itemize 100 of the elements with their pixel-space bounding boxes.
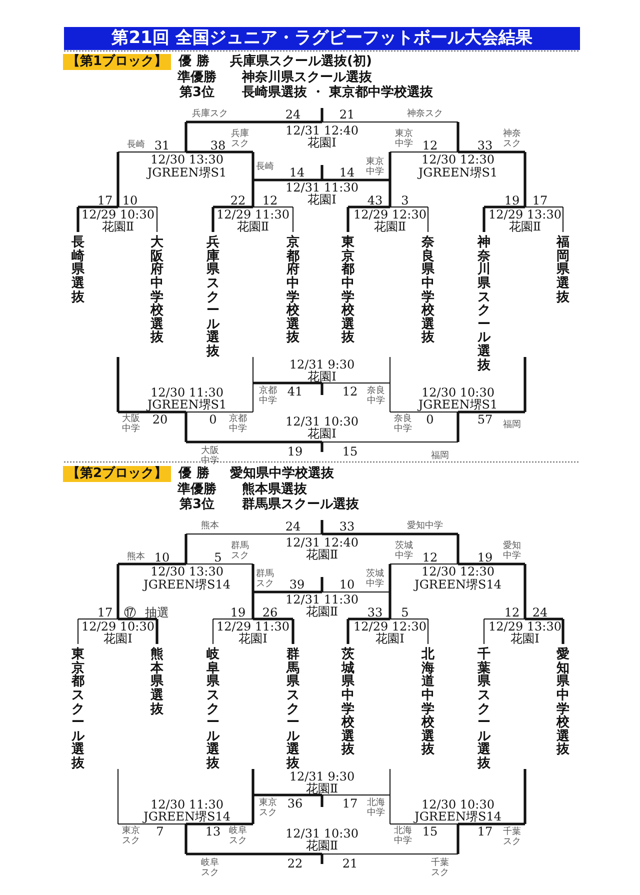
score-number: 10 <box>122 194 138 208</box>
team-abbreviation: 千葉スク <box>502 828 522 848</box>
result-heading: 優 勝 <box>178 54 210 70</box>
match-date-time: 12/29 11:30 <box>216 620 290 634</box>
score-number: 12 <box>422 551 438 565</box>
lottery-note: 抽選 <box>145 606 169 620</box>
venue-label: 花園Ⅰ <box>376 632 404 646</box>
venue-label: JGREEN堺S14 <box>414 810 502 824</box>
team-abbreviation: 茨城中学 <box>365 570 385 590</box>
score-number: 10 <box>154 551 170 565</box>
score-number: 38 <box>210 139 226 153</box>
venue-label: JGREEN堺S1 <box>418 166 498 180</box>
block-heading: 【第2ブロック】 <box>63 466 172 482</box>
venue-label: JGREEN堺S1 <box>418 398 498 412</box>
team-name: 愛知県中学校選抜 <box>556 648 570 758</box>
team-abbreviation: 福岡 <box>502 421 522 431</box>
team-abbreviation: 京都中学 <box>228 415 248 435</box>
match-date-time: 12/31 12:40 <box>286 536 358 550</box>
venue-label: 花園Ⅱ <box>374 220 406 234</box>
match-date-time: 12/31 9:30 <box>289 770 355 784</box>
match-date-time: 12/30 13:30 <box>150 153 224 166</box>
score-number: 17 <box>97 194 113 208</box>
score-number: 15 <box>342 445 358 459</box>
score-number: 43 <box>367 194 383 208</box>
team-abbreviation: 熊本 <box>127 553 145 563</box>
result-team: 神奈川県スクール選抜 <box>242 70 372 85</box>
result-team: 熊本県選抜 <box>242 482 307 497</box>
team-abbreviation: 大阪中学 <box>121 415 141 435</box>
score-number: 20 <box>152 413 168 427</box>
team-abbreviation: 神奈スク <box>502 130 522 150</box>
result-heading: 第3位 <box>179 86 215 100</box>
score-number: 10 <box>339 578 355 592</box>
score-number: 5 <box>214 551 222 565</box>
team-abbreviation: 福岡 <box>430 452 450 462</box>
page-title: 第21回 全国ジュニア・ラグビーフットボール大会結果 <box>64 27 580 50</box>
team-abbreviation: 長崎 <box>255 163 275 173</box>
score-number: 22 <box>287 857 303 871</box>
score-number: 26 <box>262 606 278 620</box>
match-date-time: 12/29 13:30 <box>488 208 562 222</box>
match-date-time: 12/29 10:30 <box>82 208 154 222</box>
team-name: 岐阜県スクール選抜 <box>206 648 220 771</box>
match-date-time: 12/31 9:30 <box>289 358 355 372</box>
venue-label: 花園Ⅱ <box>306 839 338 853</box>
result-heading: 準優勝 <box>178 482 216 497</box>
team-abbreviation: 兵庫スク <box>230 130 250 150</box>
venue-label: 花園Ⅱ <box>508 220 542 234</box>
venue-label: 花園Ⅱ <box>236 220 270 234</box>
team-abbreviation: 東京スク <box>258 799 278 819</box>
team-name: 東京都スクール選抜 <box>71 648 85 771</box>
match-date-time: 12/31 12:40 <box>286 124 358 138</box>
score-number: 0 <box>426 413 434 427</box>
team-name: 長崎県選抜 <box>71 236 85 304</box>
score-number: 5 <box>401 606 409 620</box>
team-name: 千葉県スクール選抜 <box>477 648 491 771</box>
score-number: 24 <box>532 606 548 620</box>
score-number: 7 <box>156 825 164 839</box>
score-number: 21 <box>339 108 355 122</box>
team-abbreviation: 愛知中学 <box>407 522 443 532</box>
score-number: 14 <box>289 166 305 180</box>
score-number: 17 <box>477 825 493 839</box>
match-date-time: 12/31 10:30 <box>286 415 358 428</box>
result-team: 愛知県中学校選抜 <box>230 466 334 482</box>
venue-label: 花園Ⅱ <box>306 782 338 796</box>
team-name: 福岡県選抜 <box>556 236 570 304</box>
result-team: 長崎県選抜 ・ 東京都中学校選抜 <box>242 86 434 100</box>
team-abbreviation: 北海中学 <box>366 799 386 819</box>
match-date-time: 12/30 11:30 <box>150 798 224 812</box>
score-number: 19 <box>287 445 303 459</box>
score-number: 12 <box>504 606 520 620</box>
score-number: 19 <box>477 551 493 565</box>
team-name: 東京都中学校選抜 <box>341 236 355 346</box>
result-team: 群馬県スクール選抜 <box>242 498 359 512</box>
team-abbreviation: 群馬スク <box>230 542 250 562</box>
team-abbreviation: 岐阜スク <box>200 859 220 879</box>
team-abbreviation: 長崎 <box>127 141 145 151</box>
score-number: 12 <box>422 139 438 153</box>
match-date-time: 12/31 10:30 <box>286 827 358 840</box>
match-date-time: 12/29 12:30 <box>354 208 426 222</box>
score-number: 17 <box>532 194 548 208</box>
team-abbreviation: 千葉スク <box>430 859 450 879</box>
score-number: 17 <box>342 797 358 811</box>
venue-label: JGREEN堺S14 <box>144 578 230 592</box>
team-abbreviation: 京都中学 <box>258 387 278 407</box>
match-date-time: 12/30 12:30 <box>422 565 494 578</box>
score-number: 15 <box>422 825 438 839</box>
team-abbreviation: 茨城中学 <box>394 542 414 562</box>
match-date-time: 12/30 10:30 <box>422 798 494 812</box>
match-date-time: 12/29 11:30 <box>216 208 290 222</box>
team-abbreviation: 熊本 <box>201 522 219 532</box>
team-abbreviation: 東京中学 <box>365 158 385 178</box>
score-number: 24 <box>285 108 301 122</box>
team-name: 大阪府中学校選抜 <box>150 236 164 346</box>
score-number: 0 <box>209 413 217 427</box>
venue-label: 花園Ⅰ <box>238 632 268 646</box>
score-number: 39 <box>289 578 305 592</box>
block-heading: 【第1ブロック】 <box>63 54 172 70</box>
score-number: 12 <box>262 194 278 208</box>
venue-label: 花園Ⅰ <box>510 632 540 646</box>
score-number: 19 <box>230 606 246 620</box>
match-date-time: 12/31 11:30 <box>286 181 358 194</box>
